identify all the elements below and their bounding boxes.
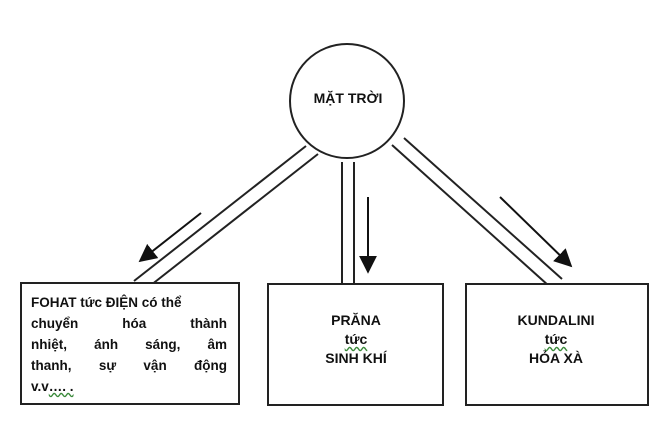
fohat-line-5-tail: …. . xyxy=(48,379,74,394)
sun-label: MẶT TRỜI xyxy=(313,90,383,106)
fohat-text: FOHAT tức ĐIỆN có thể chuyển hóa thành n… xyxy=(31,292,227,397)
box-fohat xyxy=(20,282,240,405)
arrow-left xyxy=(138,212,202,263)
kundalini-text: KUNDALINI tức HỎA XÀ xyxy=(466,311,646,368)
fohat-line-2: chuyển hóa thành xyxy=(31,316,227,331)
prana-text: PRĂNA tức SINH KHÍ xyxy=(270,311,442,368)
fohat-line-3: nhiệt, ánh sáng, âm xyxy=(31,337,227,352)
prana-line-2: tức xyxy=(344,331,368,347)
fohat-line-5: v.v…. . xyxy=(31,376,227,397)
arrow-right xyxy=(499,196,573,268)
box-kundalini xyxy=(465,283,649,406)
fohat-line-1: FOHAT tức ĐIỆN có thể xyxy=(31,295,182,310)
connector-left xyxy=(133,145,319,290)
kundalini-line-1: KUNDALINI xyxy=(517,312,595,328)
kundalini-line-2: tức xyxy=(544,331,568,347)
fohat-line-5-main: v.v xyxy=(31,379,49,394)
fohat-line-4: thanh, sự vận động xyxy=(31,358,227,373)
kundalini-line-3: HỎA XÀ xyxy=(529,350,583,366)
connector-right xyxy=(391,137,563,287)
connector-center xyxy=(341,162,355,287)
prana-line-1: PRĂNA xyxy=(331,312,381,328)
prana-line-3: SINH KHÍ xyxy=(325,350,387,366)
box-prana xyxy=(267,283,444,406)
sun-circle xyxy=(289,43,405,159)
